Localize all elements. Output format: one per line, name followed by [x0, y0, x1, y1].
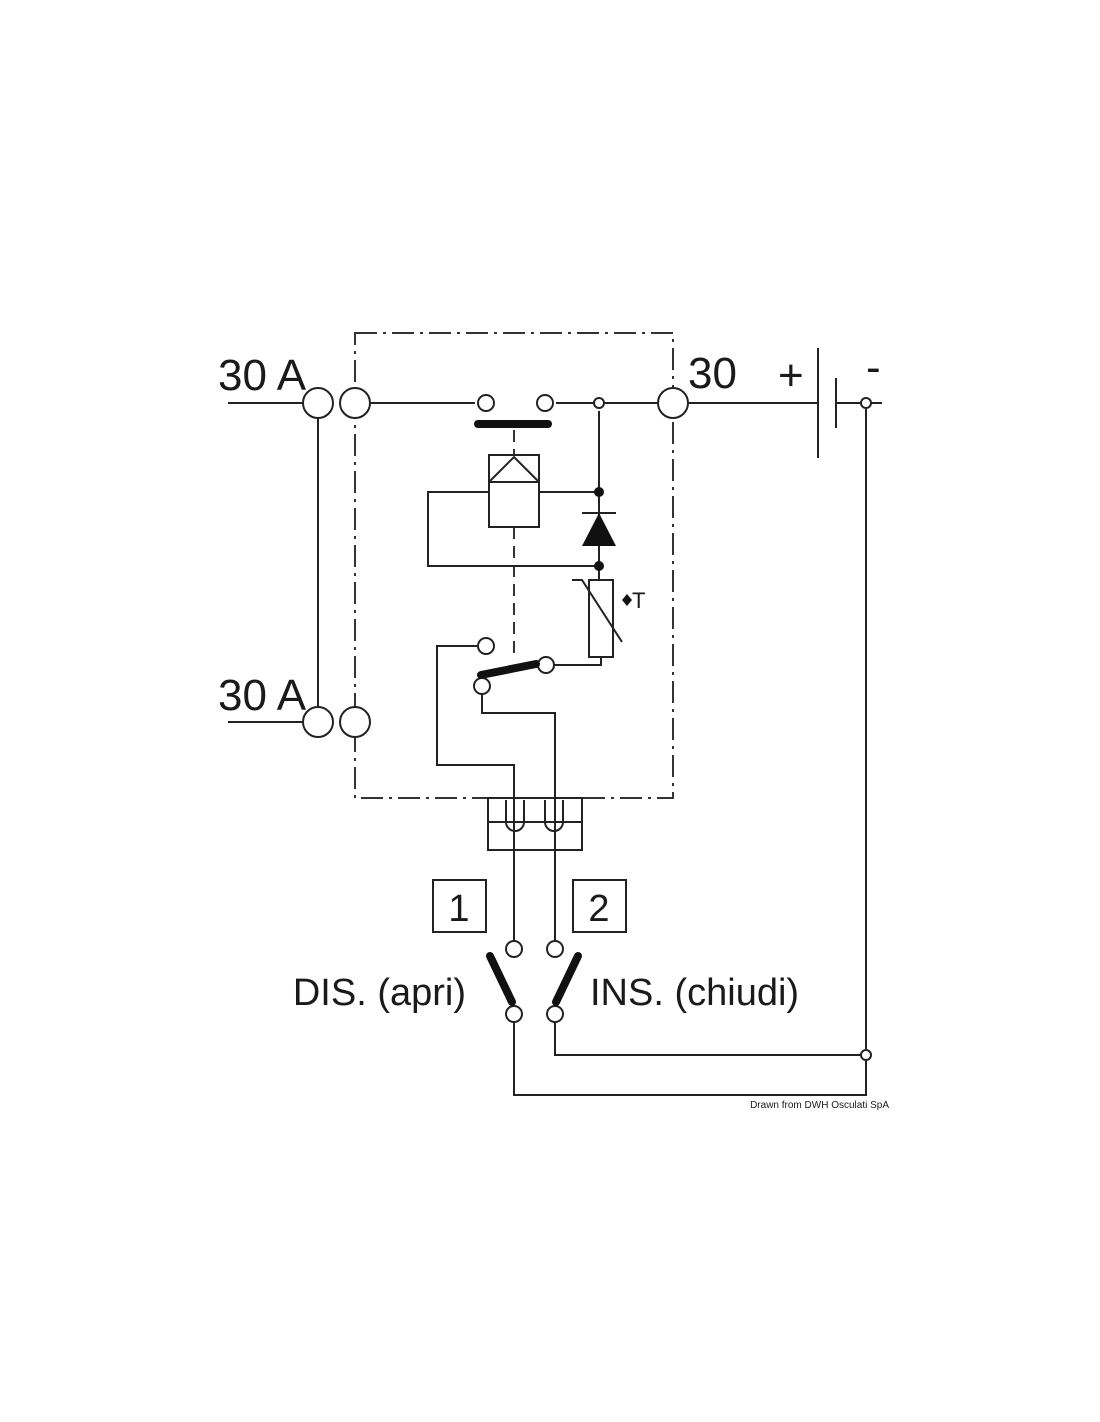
- switch-open-label: DIS. (apri): [293, 972, 466, 1014]
- input-terminal-top-outer: [302, 387, 334, 419]
- thermal-resistor: [588, 579, 614, 658]
- switch-1-bottom-contact: [505, 1005, 523, 1023]
- switch-1-lever: [486, 952, 516, 1006]
- negative-return-node: [860, 1049, 872, 1061]
- connector-block: [487, 797, 583, 851]
- box-1-label: 1: [448, 888, 469, 930]
- thermal-resistor-arrow: [572, 579, 623, 643]
- output-terminal-30: [657, 387, 689, 419]
- changeover-blade: [477, 660, 540, 679]
- junction-node-upper: [594, 487, 604, 497]
- battery-plus-label: +: [778, 351, 804, 400]
- relay-coil-latch: [488, 455, 540, 483]
- diode: [582, 513, 616, 546]
- input-terminal-bottom-outer: [302, 706, 334, 738]
- switch-1-return-wire: [513, 1022, 867, 1096]
- thermal-label: T: [632, 588, 645, 613]
- main-contact-left: [477, 394, 495, 412]
- junction-node-lower: [594, 561, 604, 571]
- switch-2-lever: [552, 952, 582, 1006]
- box-2: [572, 879, 627, 933]
- box-2-label: 2: [588, 888, 609, 930]
- changeover-contact-right: [537, 656, 555, 674]
- box-1: [432, 879, 487, 933]
- switch-2-bottom-contact: [546, 1005, 564, 1023]
- pivot-contact-wire: [481, 694, 556, 830]
- main-contact-right: [536, 394, 554, 412]
- input-terminal-top-inner: [339, 387, 371, 419]
- output-label: 30: [688, 349, 737, 398]
- switch-close-label: INS. (chiudi): [590, 972, 799, 1014]
- changeover-contact-pivot: [473, 677, 491, 695]
- branch-tap: [593, 397, 605, 409]
- switch-2-top-contact: [546, 940, 564, 958]
- input-label-top: 30 A: [218, 351, 307, 400]
- battery-negative-tap: [860, 397, 872, 409]
- upper-contact-wire: [436, 645, 515, 830]
- switch-2-return-wire: [554, 1022, 866, 1056]
- changeover-contact-upper: [477, 637, 495, 655]
- thermal-diamond-icon: [622, 594, 632, 606]
- switch-1-top-contact: [505, 940, 523, 958]
- input-label-bottom: 30 A: [218, 671, 307, 720]
- battery-minus-label: -: [866, 343, 881, 392]
- coil-loop-wire: [427, 491, 599, 567]
- relay-coil: [488, 454, 540, 528]
- input-terminal-bottom-inner: [339, 706, 371, 738]
- credit-label: Drawn from DWH Osculati SpA: [750, 1100, 889, 1111]
- resistor-to-switch-wire: [554, 657, 602, 666]
